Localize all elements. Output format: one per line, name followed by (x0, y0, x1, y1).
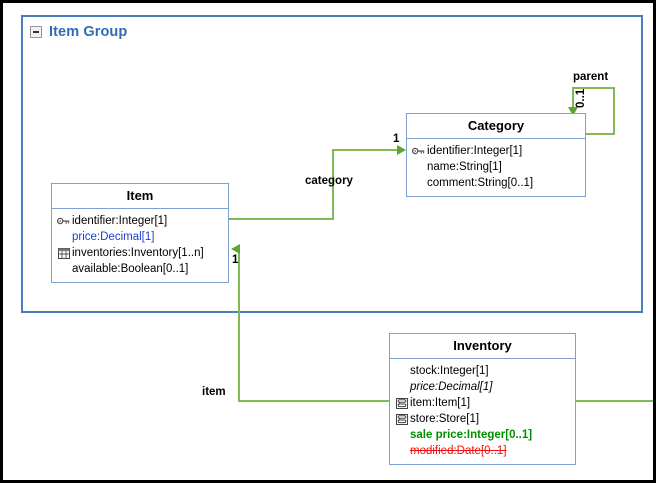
attribute-text: price:Decimal[1] (410, 381, 493, 393)
no-icon-spacer (410, 159, 427, 175)
arrowhead-category (397, 145, 406, 155)
attribute-text: price:Decimal[1] (72, 231, 155, 243)
key-icon (55, 213, 72, 229)
connector-parent-v1 (613, 87, 615, 135)
attribute-row[interactable]: identifier:Integer[1] (410, 143, 582, 159)
package-frame-item-group[interactable] (21, 15, 643, 313)
table-icon (55, 245, 72, 261)
attribute-row[interactable]: item:Item[1] (393, 395, 572, 411)
attribute-text: identifier:Integer[1] (427, 145, 523, 157)
class-box-category[interactable]: Category identifier:Integer[1] name:Stri… (406, 113, 586, 197)
edge-label-category: category (305, 175, 353, 187)
attribute-text: sale price:Integer[0..1] (410, 429, 533, 441)
no-icon-spacer (410, 175, 427, 191)
no-icon-spacer (393, 443, 410, 459)
connector-parent-h1 (584, 133, 615, 135)
class-box-inventory[interactable]: Inventory stock:Integer[1] price:Decimal… (389, 333, 576, 465)
attribute-row[interactable]: comment:String[0..1] (410, 175, 582, 191)
package-title: Item Group (49, 24, 128, 40)
edge-label-parent: parent (573, 71, 609, 83)
arrowhead-parent (568, 107, 578, 116)
attribute-row[interactable]: price:Decimal[1] (393, 379, 572, 395)
no-icon-spacer (55, 229, 72, 245)
multiplicity-category-target: 1 (393, 133, 400, 145)
package-header: Item Group (30, 24, 127, 40)
attribute-text: comment:String[0..1] (427, 177, 534, 189)
connector-category-v (332, 149, 334, 220)
attribute-row[interactable]: stock:Integer[1] (393, 363, 572, 379)
attribute-row[interactable]: inventories:Inventory[1..n] (55, 245, 225, 261)
attribute-row[interactable]: name:String[1] (410, 159, 582, 175)
class-box-item[interactable]: Item identifier:Integer[1] price:Decimal… (51, 183, 229, 283)
attribute-row[interactable]: sale price:Integer[0..1] (393, 427, 572, 443)
arrowhead-item (231, 244, 240, 254)
multiplicity-parent-self: 0..1 (575, 88, 587, 108)
no-icon-spacer (393, 427, 410, 443)
no-icon-spacer (55, 261, 72, 277)
attribute-text: name:String[1] (427, 161, 502, 173)
attribute-text: inventories:Inventory[1..n] (72, 247, 204, 259)
connector-item-v (238, 249, 240, 402)
no-icon-spacer (393, 379, 410, 395)
class-title-inventory: Inventory (390, 334, 575, 359)
connector-category-h2 (332, 149, 398, 151)
class-title-category: Category (407, 114, 585, 139)
attribute-text: stock:Integer[1] (410, 365, 489, 377)
multiplicity-item-source: 1 (232, 254, 239, 266)
reference-icon (393, 411, 410, 427)
class-attributes-item: identifier:Integer[1] price:Decimal[1] i (52, 209, 228, 282)
collapse-minus-icon[interactable] (30, 26, 42, 38)
attribute-text: modified:Date[0..1] (410, 445, 507, 457)
attribute-row[interactable]: modified:Date[0..1] (393, 443, 572, 459)
edge-label-item: item (202, 386, 226, 398)
attribute-row[interactable]: identifier:Integer[1] (55, 213, 225, 229)
attribute-text: store:Store[1] (410, 413, 480, 425)
attribute-text: item:Item[1] (410, 397, 471, 409)
key-icon (410, 143, 427, 159)
attribute-text: identifier:Integer[1] (72, 215, 168, 227)
class-attributes-inventory: stock:Integer[1] price:Decimal[1] item:I… (390, 359, 575, 464)
connector-parent-h2 (572, 87, 615, 89)
class-title-item: Item (52, 184, 228, 209)
connector-parent-v2 (572, 87, 574, 109)
class-attributes-category: identifier:Integer[1] name:String[1] com… (407, 139, 585, 196)
connector-item-h (238, 400, 390, 402)
connector-store-h (575, 400, 653, 402)
attribute-row[interactable]: available:Boolean[0..1] (55, 261, 225, 277)
no-icon-spacer (393, 363, 410, 379)
reference-icon (393, 395, 410, 411)
attribute-row[interactable]: store:Store[1] (393, 411, 572, 427)
attribute-text: available:Boolean[0..1] (72, 263, 189, 275)
connector-category-h1 (228, 218, 334, 220)
attribute-row[interactable]: price:Decimal[1] (55, 229, 225, 245)
